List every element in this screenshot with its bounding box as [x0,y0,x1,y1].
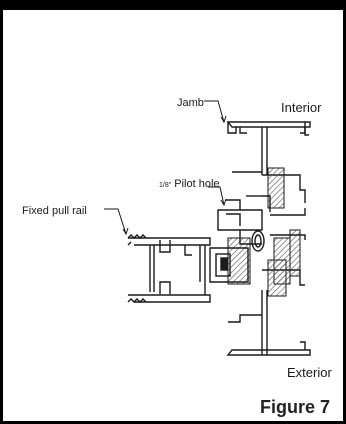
exterior-label: Exterior [287,365,332,380]
sash-profile [209,195,271,283]
figure-top-border [0,0,346,10]
leader-lines [104,100,227,236]
pilot-hole-text: Pilot hole [171,178,220,190]
pilot-hole-fraction: 1/8" [159,182,172,189]
fixed-pull-rail-label: Fixed pull rail [22,205,87,217]
pilot-hole-leader [208,186,227,207]
jamb-label: Jamb [177,97,204,109]
pilot-hole-label: 1/8" Pilot hole [159,178,220,190]
figure-caption: Figure 7 [260,397,331,417]
thermal-break-blocks [227,167,301,297]
horizontal-rails [232,171,306,240]
interior-label: Interior [281,100,322,115]
interior-glazing-clip [300,122,306,134]
fixed-pull-rail [127,234,211,303]
